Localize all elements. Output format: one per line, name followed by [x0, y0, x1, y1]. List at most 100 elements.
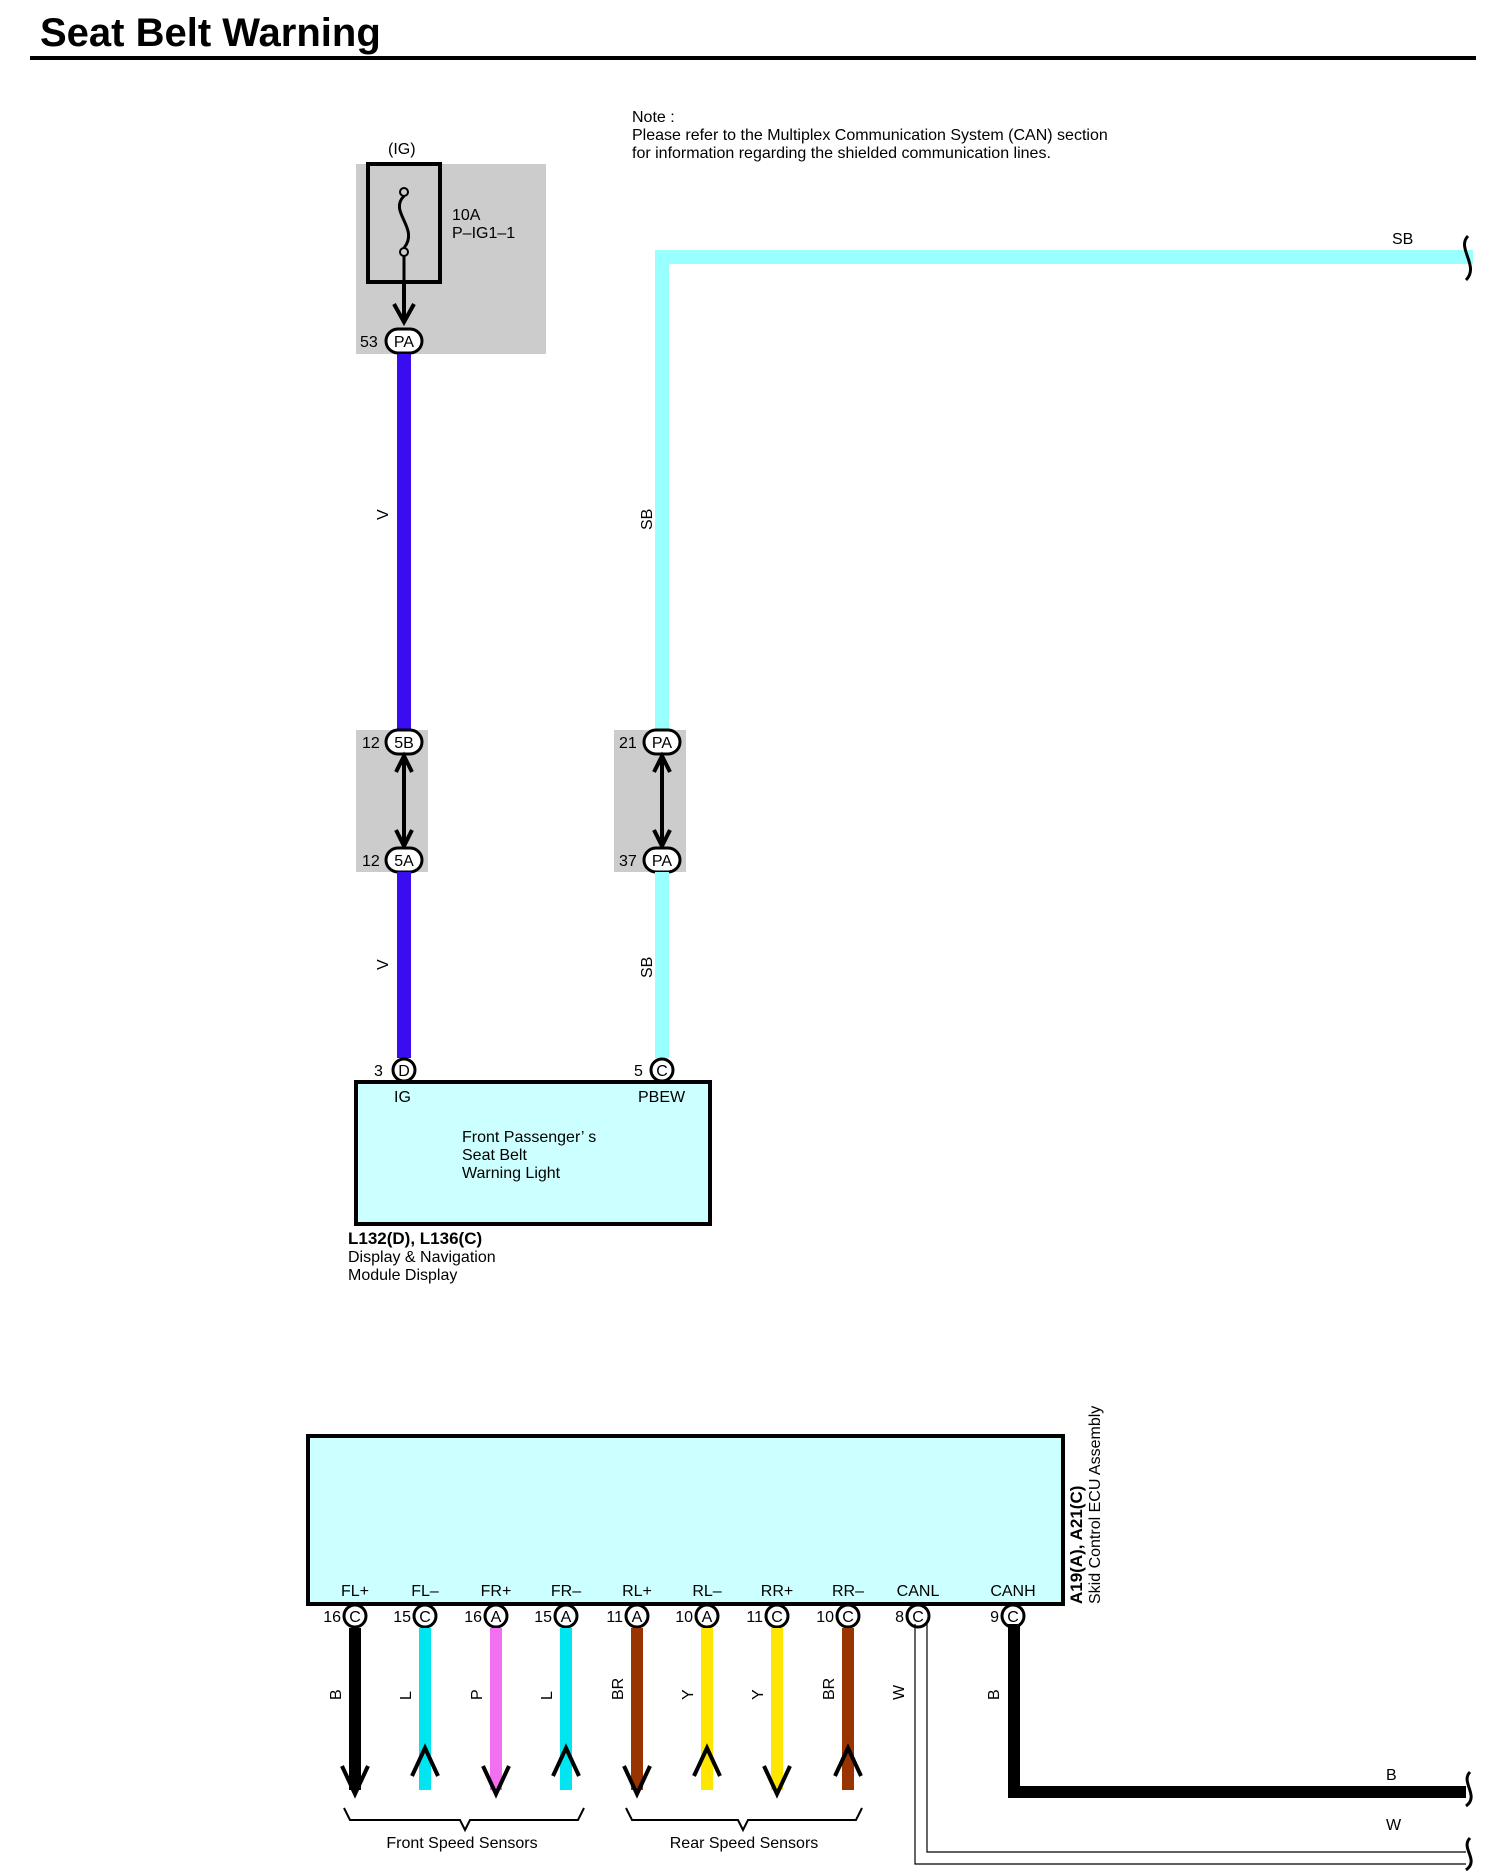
- ecu-terminal-connector-label: A: [561, 1609, 572, 1626]
- ecu-terminal-wire: [349, 1628, 361, 1790]
- fuse-connector-label: PA: [394, 334, 414, 351]
- front-speed-sensors-brace-icon: [343, 1807, 585, 1833]
- junction-2-top-connector-label: PA: [652, 735, 672, 752]
- ecu-terminal-label: CANH: [990, 1583, 1035, 1600]
- junction-1-bottom-connector-label: 5A: [394, 853, 414, 870]
- wire-canh-out-label: B: [1386, 1767, 1397, 1784]
- wire-sb-top-label: SB: [1392, 231, 1413, 248]
- rear-speed-sensors-label: Rear Speed Sensors: [670, 1835, 819, 1852]
- wire-arrow-up-icon: [410, 1743, 440, 1777]
- display-terminal-pbew-label: PBEW: [638, 1089, 686, 1106]
- ecu-terminal-connector: [694, 1603, 720, 1629]
- wire-arrow-down-icon: [481, 1765, 511, 1799]
- ecu-terminal-label: FL+: [341, 1583, 369, 1600]
- wire-sb-lower: [655, 872, 669, 1058]
- ecu-terminal-pin: 8: [895, 1609, 904, 1626]
- page-title: Seat Belt Warning: [40, 11, 381, 55]
- ecu-terminal-label: FR–: [551, 1583, 581, 1600]
- ecu-terminal-connector: [624, 1603, 650, 1629]
- ecu-terminal-pin: 11: [606, 1609, 623, 1626]
- ecu-terminal-label: FL–: [411, 1583, 439, 1600]
- ecu-terminal-connector-label: A: [702, 1609, 713, 1626]
- wire-canl-break-icon: [1464, 1836, 1473, 1872]
- ecu-terminal-connector-label: A: [632, 1609, 643, 1626]
- wire-v-upper: [397, 354, 411, 732]
- ecu-terminal-label: RR–: [832, 1583, 864, 1600]
- ecu-ref: A19(A), A21(C): [1067, 1486, 1086, 1604]
- note-line-3: for information regarding the shielded c…: [632, 145, 1051, 162]
- ecu-terminal-connector: [764, 1603, 790, 1629]
- ecu-terminal-wire: [631, 1628, 643, 1790]
- ecu-terminal-wire-label: Y: [750, 1689, 767, 1700]
- ecu-terminal-wire: [842, 1628, 854, 1790]
- wire-arrow-up-icon: [833, 1743, 863, 1777]
- ecu-terminal-label: RR+: [761, 1583, 793, 1600]
- wire-arrow-down-icon: [622, 1765, 652, 1799]
- display-module-name-1: Display & Navigation: [348, 1249, 496, 1266]
- display-inner-line-1: Front Passenger’ s: [462, 1129, 596, 1146]
- skid-control-ecu-box: [306, 1434, 1065, 1606]
- ecu-ref-group: A19(A), A21(C): [1067, 1486, 1086, 1604]
- ecu-terminal-pin: 10: [816, 1609, 834, 1626]
- ecu-terminal-label: FR+: [481, 1583, 512, 1600]
- wire-v-lower: [397, 872, 411, 1058]
- fuse-arrow-icon: [392, 282, 416, 327]
- note-line-1: Note :: [632, 109, 675, 126]
- junction-1-bottom-pin: 12: [362, 853, 380, 870]
- display-pin-pbew: 5: [634, 1063, 643, 1080]
- ecu-terminal-wire-label: L: [398, 1691, 415, 1700]
- fuse-pin: 53: [360, 334, 378, 351]
- wire-canh-horizontal: [1008, 1786, 1466, 1798]
- display-inner-line-3: Warning Light: [462, 1165, 561, 1182]
- display-connector-ig-label: D: [398, 1063, 410, 1080]
- ecu-terminal-connector-label: C: [842, 1609, 854, 1626]
- junction-2-bottom-pin: 37: [619, 853, 637, 870]
- wire-v-upper-label: V: [375, 509, 392, 520]
- ecu-terminal-wire-label: P: [469, 1689, 486, 1700]
- fuse-icon: [397, 187, 411, 282]
- ecu-terminal-connector-label: C: [912, 1609, 924, 1626]
- junction-1-double-arrow-icon: [394, 751, 414, 851]
- ecu-terminal-connector-label: C: [349, 1609, 361, 1626]
- display-module-name-2: Module Display: [348, 1267, 457, 1284]
- display-inner-line-2: Seat Belt: [462, 1147, 527, 1164]
- ecu-terminal-connector: [835, 1603, 861, 1629]
- ecu-terminal-connector: [412, 1603, 438, 1629]
- ecu-terminal-pin: 16: [323, 1609, 341, 1626]
- ecu-terminal-pin: 10: [675, 1609, 693, 1626]
- wire-sb-upper-label: SB: [639, 509, 656, 530]
- wire-sb-upper: [655, 250, 669, 732]
- ecu-terminal-wire-label: BR: [610, 1678, 627, 1700]
- ecu-terminal-connector-label: A: [491, 1609, 502, 1626]
- ecu-terminal-wire: [419, 1628, 431, 1790]
- wire-canl-outer: [914, 1624, 1466, 1865]
- ecu-name: Skid Control ECU Assembly: [1087, 1406, 1104, 1604]
- ecu-terminal-wire: [771, 1628, 783, 1790]
- wire-v-lower-label: V: [375, 959, 392, 970]
- note-line-2: Please refer to the Multiplex Communicat…: [632, 127, 1108, 144]
- ecu-terminal-label: RL–: [692, 1583, 721, 1600]
- ecu-terminal-pin: 15: [534, 1609, 552, 1626]
- ecu-terminal-pin: 9: [990, 1609, 999, 1626]
- junction-2-bottom-connector-label: PA: [652, 853, 672, 870]
- fuse-connector: [384, 327, 424, 355]
- wire-sb-break-icon: [1463, 234, 1473, 282]
- front-speed-sensors-label: Front Speed Sensors: [386, 1835, 537, 1852]
- wire-canh-break-icon: [1464, 1770, 1473, 1808]
- wire-arrow-down-icon: [340, 1765, 370, 1799]
- ecu-name-group: Skid Control ECU Assembly: [1087, 1406, 1104, 1604]
- ecu-terminal-pin: 11: [746, 1609, 763, 1626]
- ecu-terminal-connector: [483, 1603, 509, 1629]
- ecu-terminal-connector-label: C: [1007, 1609, 1019, 1626]
- junction-1-top-pin: 12: [362, 735, 380, 752]
- ecu-terminal-wire: [701, 1628, 713, 1790]
- wire-arrow-up-icon: [551, 1743, 581, 1777]
- rear-speed-sensors-brace-icon: [625, 1807, 863, 1833]
- title-underline: [30, 56, 1476, 60]
- junction-2-top-pin: 21: [619, 735, 637, 752]
- ecu-terminal-wire-label: B: [986, 1689, 1003, 1700]
- display-terminal-ig-label: IG: [394, 1089, 411, 1106]
- ecu-terminal-wire-label: BR: [821, 1678, 838, 1700]
- ecu-terminal-pin: 15: [393, 1609, 411, 1626]
- wire-sb-top: [655, 250, 1473, 264]
